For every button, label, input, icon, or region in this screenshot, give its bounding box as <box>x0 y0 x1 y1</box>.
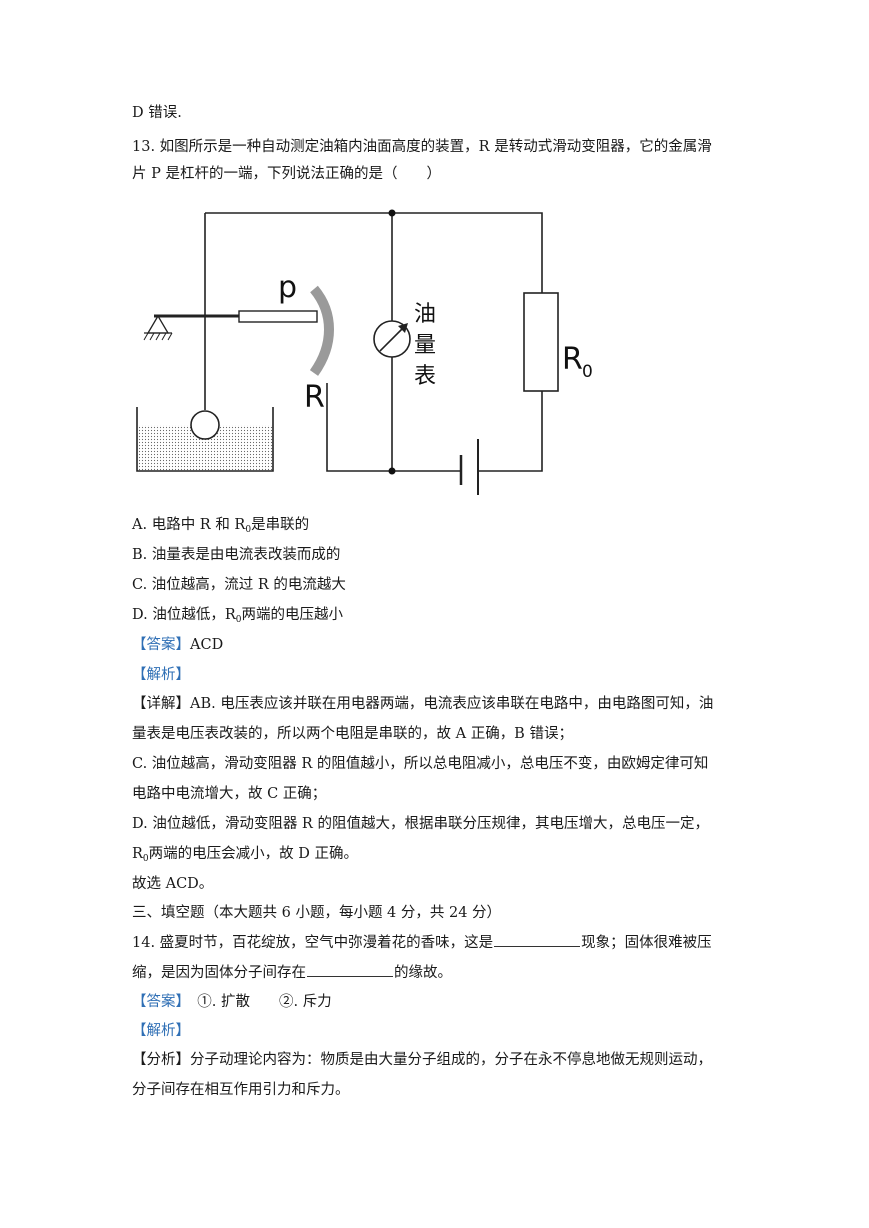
junction-top <box>388 209 396 217</box>
question-13-line1: 13. 如图所示是一种自动测定油箱内油面高度的装置，R 是转动式滑动变阻器，它的… <box>132 139 712 155</box>
detail-line7: 故选 ACD。 <box>132 876 214 892</box>
section-3-heading: 三、填空题（本大题共 6 小题，每小题 4 分，共 24 分） <box>132 905 502 921</box>
option-c: C. 油位越高，流过 R 的电流越大 <box>132 577 346 593</box>
question-14-line2: 缩，是因为固体分子间存在的缘故。 <box>132 964 452 981</box>
fenxi-line2: 分子间存在相互作用引力和斥力。 <box>132 1082 350 1098</box>
pivot-support <box>146 314 170 334</box>
label-p: p <box>278 270 297 305</box>
meter-char-1: 油 <box>414 302 436 327</box>
detail-line2: 量表是电压表改装的，所以两个电阻是串联的，故 A 正确，B 错误； <box>132 726 573 742</box>
variable-resistor-r <box>309 285 334 376</box>
text-line: D 错误. <box>132 105 182 121</box>
slider-p <box>238 310 318 323</box>
label-r0-sub: 0 <box>582 362 593 382</box>
answer-13: 【答案】ACD <box>132 637 224 653</box>
analysis-label-13: 【解析】 <box>132 667 190 683</box>
blank-1 <box>494 934 581 947</box>
oil-gauge-circuit-diagram: R 0 油 量 表 R p <box>136 209 593 495</box>
meter-char-2: 量 <box>414 333 436 358</box>
label-r: R <box>304 380 325 415</box>
option-a: A. 电路中 R 和 R0是串联的 <box>132 517 310 535</box>
option-d: D. 油位越低，R0两端的电压越小 <box>132 607 343 625</box>
float-ball <box>190 410 220 440</box>
blank-2 <box>307 964 393 977</box>
detail-line4: 电路中电流增大，故 C 正确； <box>132 786 327 802</box>
answer-14: 【答案】 ①. 扩散 ②. 斥力 <box>132 994 332 1010</box>
option-b: B. 油量表是由电流表改装而成的 <box>132 547 341 563</box>
question-14-line1: 14. 盛夏时节，百花绽放，空气中弥漫着花的香味，这是现象；固体很难被压 <box>132 934 712 951</box>
analysis-label-14: 【解析】 <box>132 1023 190 1039</box>
junction-bottom <box>388 467 396 475</box>
fenxi-line1: 【分析】分子动理论内容为：物质是由大量分子组成的，分子在永不停息地做无规则运动， <box>132 1052 712 1068</box>
detail-line5: D. 油位越低，滑动变阻器 R 的阻值越大，根据串联分压规律，其电压增大，总电压… <box>132 816 709 832</box>
oil-tank <box>136 407 274 472</box>
question-13-line2: 片 P 是杠杆的一端，下列说法正确的是（ ） <box>132 166 441 182</box>
resistor-r0 <box>523 292 559 392</box>
label-r0: R <box>562 342 583 377</box>
detail-line1: 【详解】AB. 电压表应该并联在用电器两端，电流表应该串联在电路中，由电路图可知… <box>132 696 714 712</box>
detail-line6: R0两端的电压会减小，故 D 正确。 <box>132 846 358 864</box>
meter-char-3: 表 <box>414 364 436 389</box>
detail-line3: C. 油位越高，滑动变阻器 R 的阻值越小，所以总电阻减小，总电压不变，由欧姆定… <box>132 756 709 772</box>
